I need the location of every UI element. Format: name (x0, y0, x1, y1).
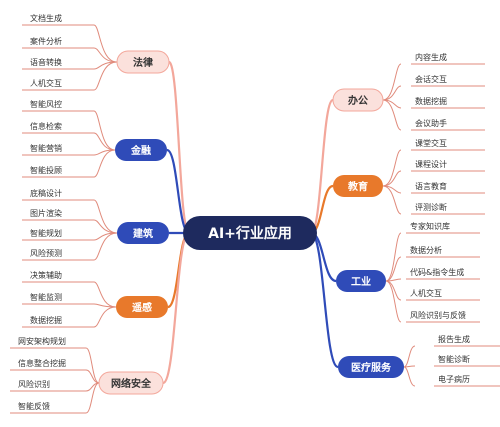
branch-2-leaf-1-connector (93, 219, 118, 234)
branch-8-node[interactable]: 医疗服务 (338, 356, 404, 378)
branch-0-node-box (116, 50, 170, 74)
branch-7-node-box (336, 270, 386, 292)
branch-0-leaf-1[interactable]: 案件分析 (30, 36, 62, 46)
branch-5-leaf-2[interactable]: 数据挖掘 (415, 96, 447, 106)
branch-6-leaf-3[interactable]: 评测诊断 (415, 202, 447, 212)
branch-7-leaf-2[interactable]: 代码&指令生成 (410, 267, 464, 277)
branch-8-leaf-2-connector (403, 366, 416, 387)
branch-7-label: 工业 (351, 275, 371, 288)
branch-8-leaf-0[interactable]: 报告生成 (438, 334, 470, 344)
branch-5-leaf-2-connector (382, 99, 402, 109)
branch-4-leaf-0[interactable]: 网安架构规划 (18, 336, 66, 346)
branch-4-leaf-0-connector (85, 347, 100, 384)
branch-6-leaf-0[interactable]: 课堂交互 (415, 138, 447, 148)
branch-1-leaf-1[interactable]: 信息检索 (30, 121, 62, 131)
branch-7-node[interactable]: 工业 (336, 270, 386, 292)
branch-5-node-box (332, 88, 384, 112)
branch-0-node[interactable]: 法律 (116, 50, 170, 74)
branch-7-leaf-1[interactable]: 数据分析 (410, 245, 442, 255)
branch-6-leaf-1[interactable]: 课程设计 (415, 159, 447, 169)
branch-6-leaf-0-connector (382, 149, 402, 187)
branch-5-leaf-3[interactable]: 会议助手 (415, 118, 447, 128)
branch-3-label: 遥感 (132, 301, 152, 314)
branch-5-leaf-0[interactable]: 内容生成 (415, 52, 447, 62)
branch-6-leaf-3-connector (382, 185, 402, 215)
branch-2-label: 建筑 (132, 227, 153, 240)
branch-4-leaf-1-connector (85, 369, 100, 384)
branch-2-node-box (117, 222, 169, 244)
branch-3-leaf-1[interactable]: 智能监测 (30, 292, 62, 302)
branch-5-node[interactable]: 办公 (332, 88, 384, 112)
branch-4-leaf-1[interactable]: 信息整合挖掘 (18, 358, 66, 368)
mind-map-edges (10, 24, 500, 414)
branch-6-leaf-2[interactable]: 语言教育 (415, 181, 447, 191)
branch-7-leaf-1-connector (385, 256, 402, 282)
branch-7-leaf-4-connector (385, 280, 402, 323)
branch-2-leaf-3-connector (93, 232, 118, 261)
branch-4-node[interactable]: 网络安全 (98, 371, 164, 395)
branch-5-label: 办公 (348, 94, 368, 107)
branch-0-connector (167, 60, 191, 235)
branch-1-leaf-0[interactable]: 智能风控 (30, 99, 62, 109)
mind-map-leaves: 文档生成案件分析语音转换人机交互智能风控信息检索智能营销智能投顾底稿设计图片渲染… (18, 13, 470, 411)
branch-0-leaf-2[interactable]: 语音转换 (30, 57, 62, 67)
branch-0-label: 法律 (133, 56, 153, 69)
branch-5-leaf-1[interactable]: 会话交互 (415, 74, 447, 84)
branch-4-leaf-3-connector (85, 382, 100, 414)
branch-6-label: 教育 (347, 180, 368, 193)
branch-3-connector (167, 231, 190, 309)
branch-2-leaf-3[interactable]: 风险预测 (30, 248, 62, 258)
branch-2-leaf-1[interactable]: 图片渲染 (30, 208, 62, 218)
branch-6-node[interactable]: 教育 (333, 175, 383, 197)
branch-2-leaf-0[interactable]: 底稿设计 (30, 188, 62, 198)
branch-3-node[interactable]: 遥感 (116, 296, 168, 318)
branch-8-connector (309, 231, 340, 369)
branch-8-node-box (338, 356, 404, 378)
branch-4-leaf-2[interactable]: 风险识别 (18, 379, 50, 389)
branch-1-leaf-1-connector (93, 132, 116, 151)
branch-3-leaf-0-connector (93, 281, 117, 308)
branch-5-leaf-3-connector (382, 99, 402, 131)
branch-0-leaf-0[interactable]: 文档生成 (30, 13, 62, 23)
branch-0-leaf-3[interactable]: 人机交互 (30, 78, 62, 88)
branch-0-leaf-0-connector (93, 24, 118, 63)
center-node[interactable]: AI+行业应用 (183, 216, 317, 250)
branch-6-leaf-1-connector (382, 170, 402, 187)
branch-2-node[interactable]: 建筑 (117, 222, 169, 244)
branch-0-leaf-1-connector (93, 47, 118, 63)
branch-3-leaf-2-connector (93, 306, 117, 328)
branch-3-leaf-2[interactable]: 数据挖掘 (30, 315, 62, 325)
branch-6-node-box (333, 175, 383, 197)
branch-4-label: 网络安全 (111, 377, 152, 390)
branch-7-leaf-3[interactable]: 人机交互 (410, 288, 442, 298)
branch-1-leaf-0-connector (93, 110, 116, 151)
branch-5-leaf-1-connector (382, 85, 402, 101)
center-node-label: AI+行业应用 (208, 225, 292, 242)
branch-5-leaf-0-connector (382, 63, 402, 101)
center-node-box (183, 216, 317, 250)
branch-2-leaf-2[interactable]: 智能规划 (30, 228, 62, 238)
branch-8-label: 医疗服务 (351, 361, 392, 374)
branch-3-node-box (116, 296, 168, 318)
branch-2-leaf-0-connector (93, 199, 118, 234)
branch-7-leaf-0[interactable]: 专家知识库 (410, 221, 450, 231)
branch-1-leaf-3[interactable]: 智能投顾 (30, 165, 62, 175)
branch-0-leaf-3-connector (93, 61, 118, 91)
branch-1-label: 金融 (130, 144, 151, 157)
branch-4-node-box (98, 371, 164, 395)
branch-4-leaf-3[interactable]: 智能反馈 (18, 401, 50, 411)
branch-7-leaf-4[interactable]: 风险识别与反馈 (410, 310, 466, 320)
branch-1-leaf-3-connector (93, 149, 116, 178)
branch-7-leaf-0-connector (385, 232, 402, 282)
branch-8-leaf-2[interactable]: 电子病历 (438, 374, 470, 384)
branch-8-leaf-1[interactable]: 智能诊断 (438, 354, 470, 364)
branch-1-node-box (115, 139, 167, 161)
branch-8-leaf-0-connector (403, 345, 416, 368)
branch-1-node[interactable]: 金融 (115, 139, 167, 161)
branch-3-leaf-1-connector (93, 303, 117, 308)
branch-3-leaf-0[interactable]: 决策辅助 (30, 270, 62, 280)
branch-1-leaf-2[interactable]: 智能营销 (30, 143, 62, 153)
